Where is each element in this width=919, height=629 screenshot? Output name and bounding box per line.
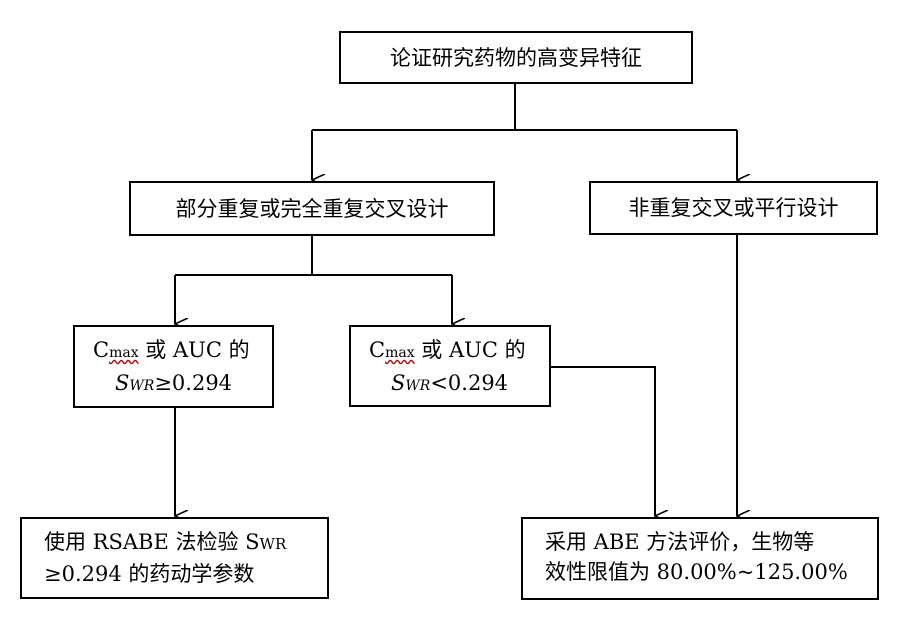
top-box-label: 论证研究药物的高变异特征: [390, 45, 642, 70]
low-swr-comparison: <0.294: [430, 371, 509, 395]
high-swr-line1-rest: 或 AUC 的: [145, 338, 250, 362]
left-design-label: 部分重复或完全重复交叉设计: [175, 196, 449, 221]
abe-box: 采用 ABE 方法评价，生物等 效性限值为 80.00%~125.00%: [521, 517, 879, 600]
rsabe-line1: 使用 RSABE 法检验 SWR: [44, 527, 327, 559]
cmax-c: C: [369, 338, 386, 362]
high-swr-line1: Cmax 或 AUC 的: [93, 335, 272, 368]
low-swr-line1: Cmax 或 AUC 的: [369, 335, 549, 368]
abe-line2: 效性限值为 80.00%~125.00%: [545, 557, 877, 587]
rsabe-swr-subscript: WR: [259, 535, 287, 553]
high-swr-comparison: ≥0.294: [154, 371, 233, 395]
rsabe-line2: ≥0.294 的药动学参数: [44, 559, 327, 589]
swr-subscript: WR: [129, 378, 155, 394]
swr-s: S: [391, 371, 406, 395]
right-design-label: 非重复交叉或平行设计: [628, 196, 839, 220]
top-box: 论证研究药物的高变异特征: [339, 31, 693, 84]
high-swr-line2: SWR≥0.294: [93, 368, 272, 401]
rsabe-line1-prefix: 使用 RSABE 法检验 S: [44, 530, 260, 554]
abe-line1-text: 采用 ABE 方法评价，生物等: [545, 530, 815, 554]
cmax-c: C: [93, 338, 110, 362]
low-swr-line2: SWR<0.294: [369, 368, 549, 401]
rsabe-box: 使用 RSABE 法检验 SWR ≥0.294 的药动学参数: [20, 517, 329, 599]
low-swr-box: Cmax 或 AUC 的 SWR<0.294: [349, 325, 551, 407]
swr-subscript: WR: [405, 378, 431, 394]
low-swr-line1-rest: 或 AUC 的: [421, 338, 526, 362]
abe-line1: 采用 ABE 方法评价，生物等: [545, 527, 877, 557]
abe-line2-text: 效性限值为 80.00%~125.00%: [545, 560, 848, 584]
cmax-subscript: max: [109, 345, 139, 361]
right-design-box: 非重复交叉或平行设计: [589, 181, 878, 235]
high-swr-box: Cmax 或 AUC 的 SWR≥0.294: [73, 325, 274, 408]
left-design-box: 部分重复或完全重复交叉设计: [129, 181, 495, 236]
swr-s: S: [115, 371, 130, 395]
arrow-low-swr-to-abe: [550, 366, 655, 516]
cmax-subscript: max: [385, 345, 415, 361]
rsabe-line2-text: ≥0.294 的药动学参数: [44, 562, 255, 586]
